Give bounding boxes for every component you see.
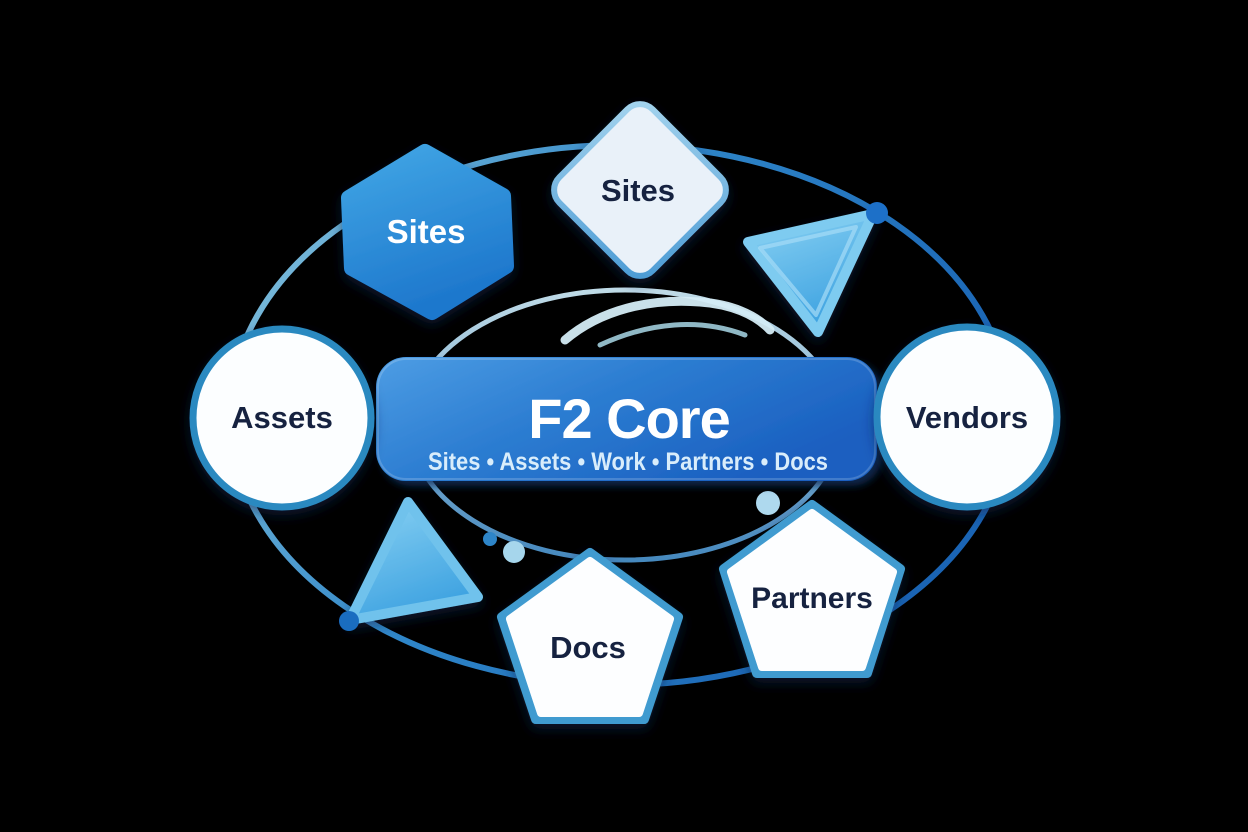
partners-pentagon-shape <box>727 509 897 671</box>
vendors-circle-shape <box>873 323 1061 511</box>
hexagon-label: Sites <box>387 213 466 250</box>
node-sites-hexagon: Sites <box>341 144 514 320</box>
vendors-label: Vendors <box>906 400 1028 435</box>
triangle-bottom-left <box>345 497 483 625</box>
dot-bottom-left-anchor <box>339 611 359 631</box>
dot-small-light <box>503 541 525 563</box>
banner-shape <box>376 357 877 481</box>
assets-circle-shape <box>189 325 375 511</box>
node-vendors-circle: Vendors <box>873 323 1061 511</box>
triangle-top-right <box>743 209 878 337</box>
banner-subtitle: Sites • Assets • Work • Partners • Docs <box>428 448 828 476</box>
swoosh-large-stroke <box>560 296 775 345</box>
partners-label: Partners <box>751 582 873 615</box>
node-docs-pentagon: Docs <box>497 548 683 724</box>
node-partners-pentagon: Partners <box>719 500 905 678</box>
docs-pentagon-shape <box>506 557 674 717</box>
dot-top-right-anchor <box>866 202 888 224</box>
dot-partners-light <box>756 491 780 515</box>
swoosh-small-stroke <box>597 322 748 348</box>
node-sites-diamond: Sites <box>551 101 729 279</box>
banner-title: F2 Core <box>528 387 730 450</box>
docs-label: Docs <box>550 630 626 665</box>
banner-f2-core: F2 Core Sites • Assets • Work • Partners… <box>376 357 877 481</box>
assets-label: Assets <box>231 400 333 435</box>
dot-small-dark <box>483 532 497 546</box>
node-assets-circle: Assets <box>189 325 375 511</box>
diamond-label: Sites <box>601 173 675 208</box>
hexagon-shape <box>341 144 514 320</box>
diamond-shape <box>551 101 729 279</box>
